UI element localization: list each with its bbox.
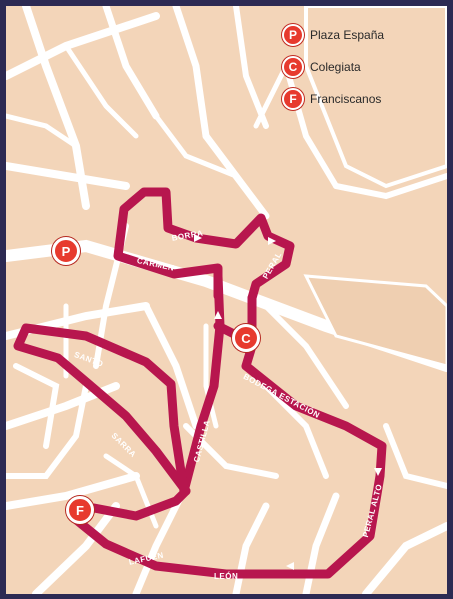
street-network bbox=[6, 6, 447, 594]
marker-colegiata[interactable]: C bbox=[232, 324, 260, 352]
map-legend: P Plaza España C Colegiata F Franciscano… bbox=[282, 24, 447, 120]
legend-label-colegiata: Colegiata bbox=[310, 60, 361, 74]
route-line bbox=[13, 187, 387, 579]
legend-item-plaza: P Plaza España bbox=[282, 24, 447, 46]
street-label-leon: LEÓN bbox=[214, 572, 239, 581]
map-area: BORRA CARMEN PERAL SANTO SARRA CASTILLA … bbox=[6, 6, 447, 594]
legend-label-plaza: Plaza España bbox=[310, 28, 385, 42]
legend-item-franciscanos: F Franciscanos bbox=[282, 88, 447, 110]
legend-marker-p: P bbox=[282, 24, 304, 46]
open-block bbox=[303, 274, 447, 368]
legend-marker-c: C bbox=[282, 56, 304, 78]
route-arrows bbox=[76, 234, 382, 570]
marker-plaza-espana[interactable]: P bbox=[52, 237, 80, 265]
legend-marker-f: F bbox=[282, 88, 304, 110]
coastline-area bbox=[304, 6, 447, 189]
legend-item-colegiata: C Colegiata bbox=[282, 56, 447, 78]
legend-label-franciscanos: Franciscanos bbox=[310, 92, 382, 106]
map-canvas bbox=[6, 6, 447, 594]
marker-franciscanos[interactable]: F bbox=[66, 496, 94, 524]
